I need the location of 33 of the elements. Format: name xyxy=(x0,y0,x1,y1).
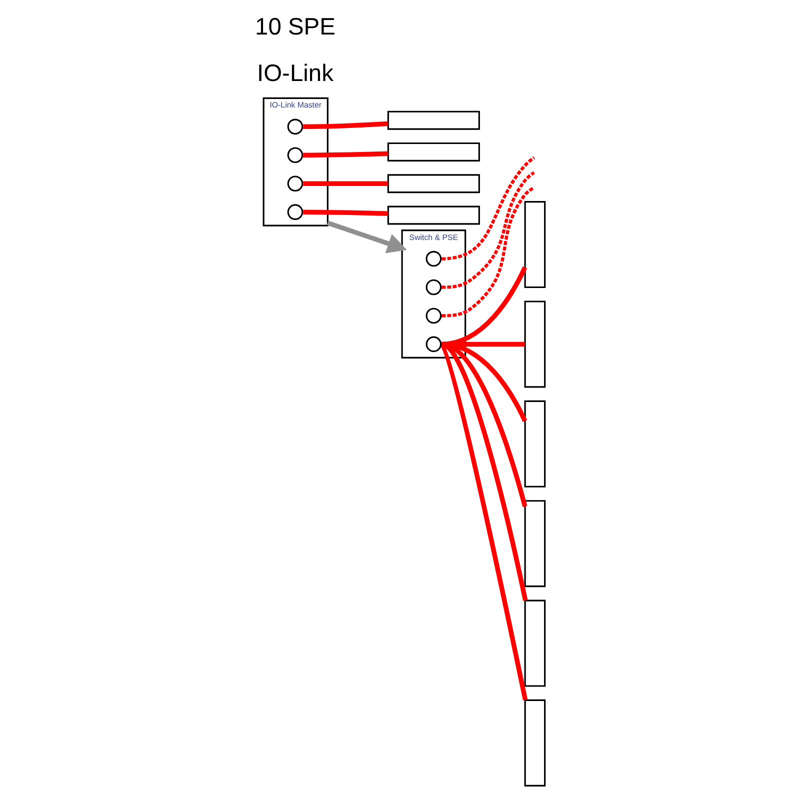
node-circle xyxy=(425,250,442,267)
connector xyxy=(302,210,388,216)
connector xyxy=(440,156,535,260)
node-box xyxy=(524,201,546,288)
node-box xyxy=(386,110,480,130)
node-box xyxy=(386,174,480,194)
node-circle xyxy=(425,336,442,352)
node-circle xyxy=(425,308,442,324)
node-box xyxy=(524,500,546,588)
label: 10 SPE xyxy=(254,14,335,40)
connector xyxy=(302,181,388,186)
node-box xyxy=(386,206,480,225)
connector xyxy=(441,171,534,289)
node-box xyxy=(386,142,480,162)
label: IO-Link xyxy=(256,61,333,88)
connector xyxy=(439,342,528,700)
node-circle xyxy=(286,204,303,220)
node-box xyxy=(524,600,546,687)
cluster: IO-Link Master xyxy=(262,97,328,226)
node-box xyxy=(524,400,546,488)
node-circle xyxy=(425,279,442,296)
node-circle xyxy=(286,118,303,135)
cluster: Switch & PSE xyxy=(400,230,466,358)
node-circle xyxy=(286,147,303,164)
node-circle xyxy=(286,176,303,192)
connector xyxy=(302,121,388,130)
connector xyxy=(302,151,388,158)
arrow xyxy=(326,220,406,254)
node-box xyxy=(524,699,546,786)
node-box xyxy=(524,300,546,388)
connector xyxy=(440,266,527,347)
connector xyxy=(441,186,534,318)
connector xyxy=(440,342,528,601)
